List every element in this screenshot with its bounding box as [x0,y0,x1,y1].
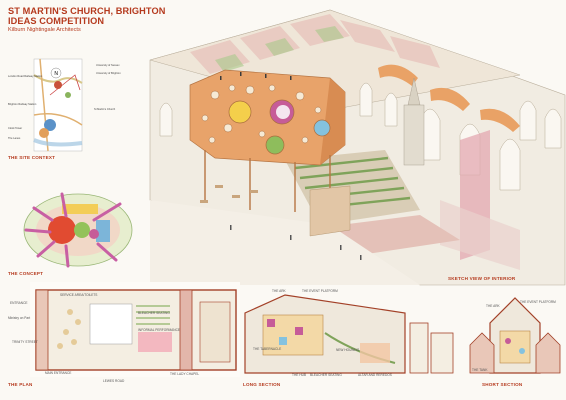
plan-label-lewes-road: LEWES ROAD [103,379,125,383]
plan-label-main-entrance: MAIN ENTRANCE [45,371,72,375]
plan-label-entrance: ENTRANCE [10,301,28,305]
site-context-map: N [33,58,83,152]
floor-plan [30,282,240,377]
section-label-plan: THE PLAN [8,382,33,387]
long-label-new-housing: NEW HOUSING [336,348,360,352]
label-st-martins: St Martin's Church [94,108,116,111]
svg-text:N: N [54,71,58,77]
short-label-event-platform: THE EVENT PLATFORM [520,300,556,304]
long-label-bleacher: BLEACHER SEATING [310,373,342,377]
title-block: ST MARTIN'S CHURCH, BRIGHTON IDEAS COMPE… [8,6,166,33]
section-label-short-section: SHORT SECTION [482,382,523,387]
long-label-the-hub: THE HUB [292,373,306,377]
section-label-sketch-view: SKETCH VIEW OF INTERIOR [448,276,516,281]
label-brighton-station: Brighton Railway Station [8,103,37,106]
plan-label-informal: INFORMAL PERFORMANCE [138,328,181,332]
long-label-altar: ALTAR AND REREDOS [358,373,392,377]
label-london-road: London Road Railway Station [8,75,43,78]
label-university-b: University of Brighton [96,72,121,75]
long-label-tabernacle: THE TABERNACLE [253,347,282,351]
title-line-1: ST MARTIN'S CHURCH, BRIGHTON [8,6,166,16]
sketch-interior-drawing [149,9,566,286]
label-university: University of Sussex [96,64,120,67]
plan-label-ministry: Ministry on Part [8,316,31,320]
short-section-drawing [469,297,561,374]
plan-label-bleacher: BLEACHER SEATING [138,311,170,315]
short-label-the-ark: THE ARK [486,304,500,308]
concept-diagram [23,192,133,268]
section-label-long-section: LONG SECTION [243,382,281,387]
section-label-site-context: THE SITE CONTEXT [8,155,56,160]
title-line-2: IDEAS COMPETITION [8,16,105,26]
long-section-drawing [244,294,454,374]
long-label-event-platform: THE EVENT PLATFORM [302,289,338,293]
plan-label-trinity-street: TRINITY STREET [12,340,38,344]
plan-label-service: SERVICE AREA/TOILETS [60,293,98,297]
section-label-concept: THE CONCEPT [8,271,44,276]
architect-subtitle: Kilburn Nightingale Architects [8,27,81,33]
label-clock-tower: Clock Tower [8,127,23,130]
label-the-lanes: The Lanes [8,137,21,140]
plan-label-lady-chapel: THE LADY CHAPEL [170,372,200,376]
long-label-the-ark: THE ARK [272,289,286,293]
short-label-the-tank: THE TANK [472,368,488,372]
